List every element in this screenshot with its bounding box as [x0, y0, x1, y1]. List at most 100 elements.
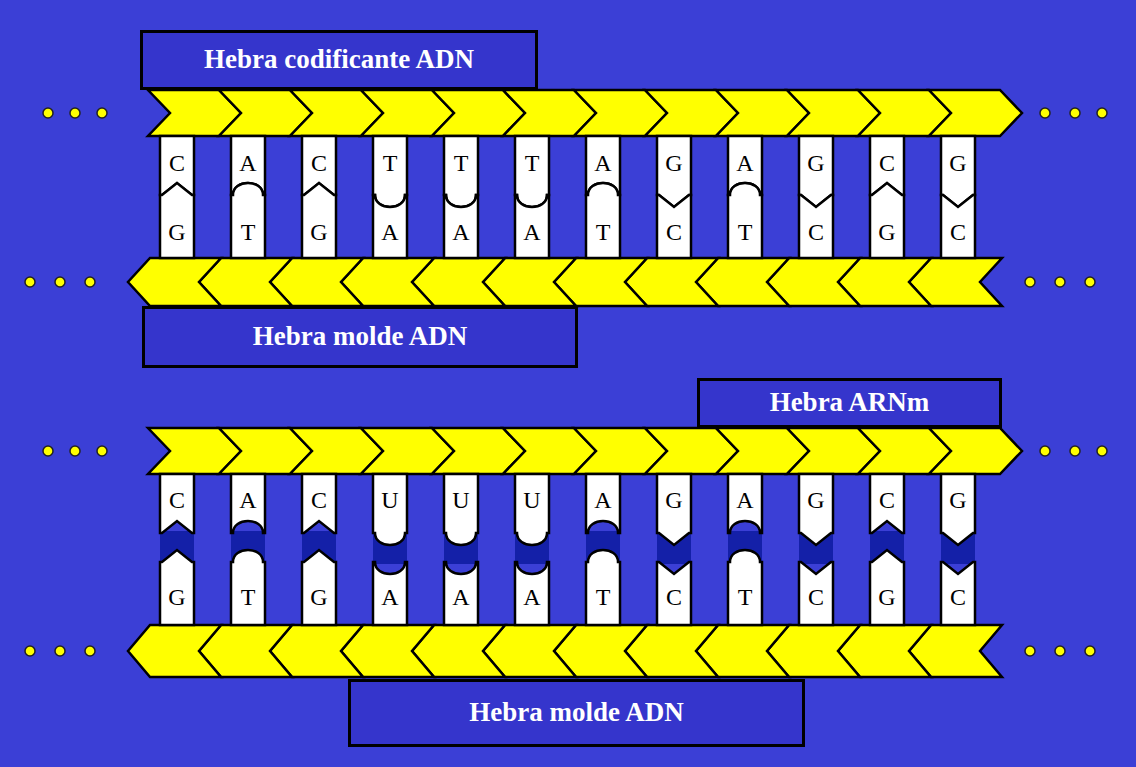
base-letter: A: [728, 148, 762, 178]
nucleotide-base: [728, 183, 762, 258]
base-letter: T: [444, 148, 478, 178]
base-letter: G: [657, 148, 691, 178]
continuation-dot: [1097, 446, 1107, 456]
strand-backbone: [25, 625, 1095, 677]
base-letter: A: [515, 582, 549, 612]
nucleotide-base: [586, 183, 620, 258]
strand-backbone: [25, 258, 1095, 306]
continuation-dot: [43, 108, 53, 118]
chevron-segment: [128, 258, 221, 306]
base-letter: A: [231, 148, 265, 178]
strand-backbone: [43, 428, 1107, 474]
base-pair-row: [160, 136, 975, 258]
base-letter: T: [586, 582, 620, 612]
continuation-dot: [43, 446, 53, 456]
chevron-segment: [929, 428, 1022, 474]
nucleotide-base: [373, 195, 407, 258]
base-letter: G: [870, 217, 904, 247]
continuation-dot: [55, 277, 65, 287]
nucleotide-base: [515, 195, 549, 258]
base-letter: C: [302, 485, 336, 515]
nucleotide-base: [231, 474, 265, 533]
continuation-dot: [1070, 108, 1080, 118]
base-pair-row: [160, 474, 975, 625]
base-letter: A: [444, 217, 478, 247]
nucleotide-base: [160, 550, 194, 625]
nucleotide-base: [373, 474, 407, 545]
base-letter: G: [799, 148, 833, 178]
continuation-dot: [1055, 646, 1065, 656]
continuation-dot: [70, 446, 80, 456]
continuation-dot: [25, 277, 35, 287]
continuation-dot: [85, 277, 95, 287]
base-letter: C: [657, 582, 691, 612]
nucleotide-base: [515, 562, 549, 625]
base-letter: C: [941, 582, 975, 612]
base-letter: A: [231, 485, 265, 515]
nucleotide-base: [728, 550, 762, 625]
continuation-dot: [1085, 646, 1095, 656]
base-letter: G: [870, 582, 904, 612]
nucleotide-base: [302, 474, 336, 533]
base-letter: C: [302, 148, 336, 178]
nucleotide-base: [657, 474, 691, 545]
base-letter: T: [231, 582, 265, 612]
base-letter: T: [231, 217, 265, 247]
base-letter: C: [657, 217, 691, 247]
continuation-dot: [1025, 646, 1035, 656]
nucleotide-base: [941, 195, 975, 258]
base-letter: G: [160, 217, 194, 247]
nucleotide-base: [941, 562, 975, 625]
base-letter: C: [799, 582, 833, 612]
continuation-dot: [1025, 277, 1035, 287]
base-letter: T: [728, 217, 762, 247]
strand-label: Hebra molde ADN: [253, 322, 467, 352]
base-letter: C: [799, 217, 833, 247]
nucleotide-base: [799, 474, 833, 545]
nucleotide-base: [444, 474, 478, 545]
chevron-segment: [128, 625, 221, 677]
nucleotide-base: [941, 474, 975, 545]
nucleotide-base: [870, 550, 904, 625]
nucleotide-base: [870, 474, 904, 533]
continuation-dot: [25, 646, 35, 656]
base-letter: G: [941, 148, 975, 178]
base-letter: U: [373, 485, 407, 515]
base-letter: T: [586, 217, 620, 247]
nucleotide-base: [444, 195, 478, 258]
base-letter: A: [444, 582, 478, 612]
strand-backbone: [43, 90, 1107, 136]
continuation-dot: [85, 646, 95, 656]
nucleotide-base: [870, 183, 904, 258]
nucleotide-base: [373, 136, 407, 207]
continuation-dot: [97, 108, 107, 118]
continuation-dot: [97, 446, 107, 456]
nucleotide-base: [799, 195, 833, 258]
continuation-dot: [70, 108, 80, 118]
nucleotide-base: [799, 562, 833, 625]
continuation-dot: [1040, 108, 1050, 118]
base-letter: C: [160, 485, 194, 515]
base-letter: T: [373, 148, 407, 178]
strand-label-box: Hebra molde ADN: [142, 306, 578, 368]
base-letter: A: [586, 148, 620, 178]
continuation-dot: [55, 646, 65, 656]
base-letter: G: [302, 582, 336, 612]
continuation-dot: [1055, 277, 1065, 287]
nucleotide-base: [231, 183, 265, 258]
nucleotide-base: [444, 136, 478, 207]
nucleotide-base: [515, 136, 549, 207]
nucleotide-base: [657, 562, 691, 625]
base-letter: C: [870, 148, 904, 178]
base-letter: U: [515, 485, 549, 515]
nucleotide-base: [160, 183, 194, 258]
base-letter: G: [941, 485, 975, 515]
nucleotide-base: [586, 550, 620, 625]
base-letter: G: [302, 217, 336, 247]
nucleotide-base: [302, 183, 336, 258]
nucleotide-base: [160, 474, 194, 533]
base-letter: A: [373, 217, 407, 247]
strand-label: Hebra molde ADN: [469, 698, 683, 728]
